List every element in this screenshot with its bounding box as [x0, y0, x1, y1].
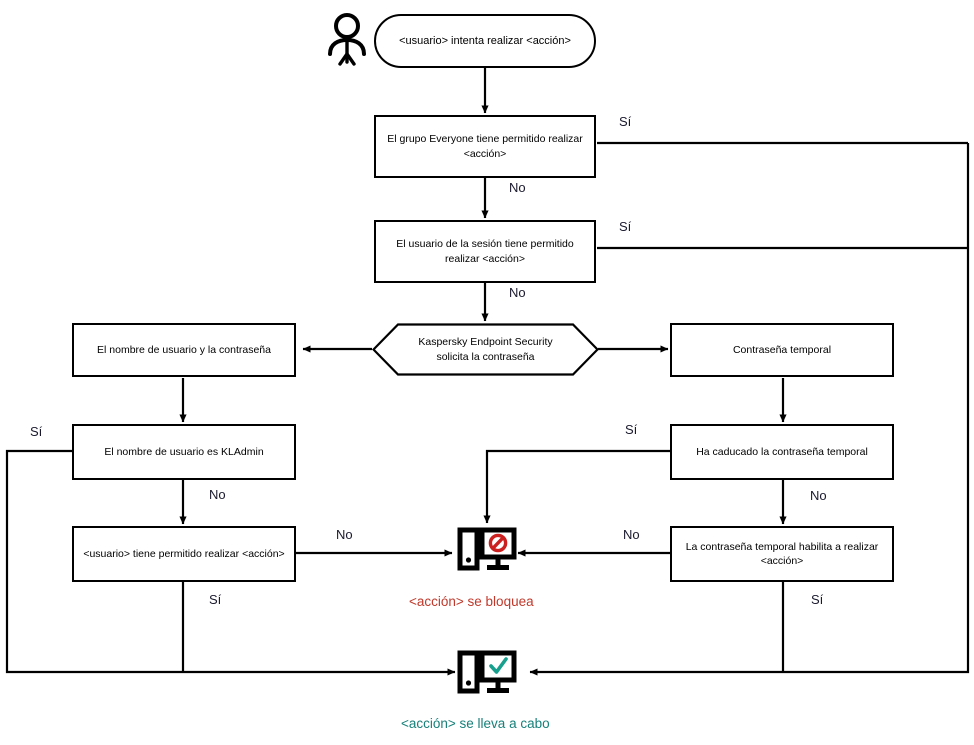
edge-label-session-no: No: [509, 285, 526, 300]
decision-session-user: El usuario de la sesión tiene permitido …: [374, 220, 596, 283]
decision-temp-password-expired-label: Ha caducado la contraseña temporal: [696, 445, 868, 458]
edge-label-userallowed-no: No: [336, 527, 353, 542]
done-caption: <acción> se lleva a cabo: [401, 716, 550, 731]
process-kes-password-prompt: Kaspersky Endpoint Security solicita la …: [372, 323, 599, 376]
edge-label-tempenables-yes: Sí: [811, 592, 824, 607]
start-label: <usuario> intenta realizar <acción>: [399, 34, 571, 47]
decision-everyone-group: El grupo Everyone tiene permitido realiz…: [374, 115, 596, 178]
option-temporary-password: Contraseña temporal: [670, 323, 894, 377]
decision-session-user-label: El usuario de la sesión tiene permitido …: [396, 238, 574, 265]
decision-temp-password-expired: Ha caducado la contraseña temporal: [670, 424, 894, 480]
wire-expired-yes: [483, 449, 670, 524]
start-terminator: <usuario> intenta realizar <acción>: [374, 14, 596, 68]
edge-label-tempenables-no: No: [623, 527, 640, 542]
edge-label-userallowed-yes: Sí: [209, 592, 222, 607]
decision-temp-password-enables-label: La contraseña temporal habilita a realiz…: [685, 540, 879, 567]
blocked-caption: <acción> se bloquea: [409, 594, 534, 609]
decision-user-allowed: <usuario> tiene permitido realizar <acci…: [72, 526, 296, 582]
edge-label-kladmin-yes: Sí: [30, 424, 43, 439]
wire-kladmin-yes: [5, 449, 456, 676]
decision-is-kladmin: El nombre de usuario es KLAdmin: [72, 424, 296, 480]
edge-label-tempexpired-no: No: [810, 488, 827, 503]
edge-label-kladmin-no: No: [209, 487, 226, 502]
user-actor-icon: [322, 12, 372, 75]
edge-label-everyone-yes: Sí: [619, 114, 632, 129]
decision-is-kladmin-label: El nombre de usuario es KLAdmin: [104, 445, 264, 458]
decision-everyone-group-label: El grupo Everyone tiene permitido realiz…: [387, 133, 583, 160]
option-username-password-label: El nombre de usuario y la contraseña: [97, 343, 271, 356]
edge-label-everyone-no: No: [509, 180, 526, 195]
decision-user-allowed-label: <usuario> tiene permitido realizar <acci…: [83, 547, 285, 560]
decision-temp-password-enables: La contraseña temporal habilita a realiz…: [670, 526, 894, 582]
option-temporary-password-label: Contraseña temporal: [732, 343, 832, 356]
computer-success-icon: [456, 645, 518, 708]
edge-label-tempexpired-yes: Sí: [625, 422, 638, 437]
computer-blocked-icon: [456, 522, 518, 585]
wire-right-rail-to-success: [529, 143, 970, 676]
option-username-password: El nombre de usuario y la contraseña: [72, 323, 296, 377]
edge-label-session-yes: Sí: [619, 219, 632, 234]
process-kes-password-prompt-label: Kaspersky Endpoint Security solicita la …: [418, 336, 553, 363]
